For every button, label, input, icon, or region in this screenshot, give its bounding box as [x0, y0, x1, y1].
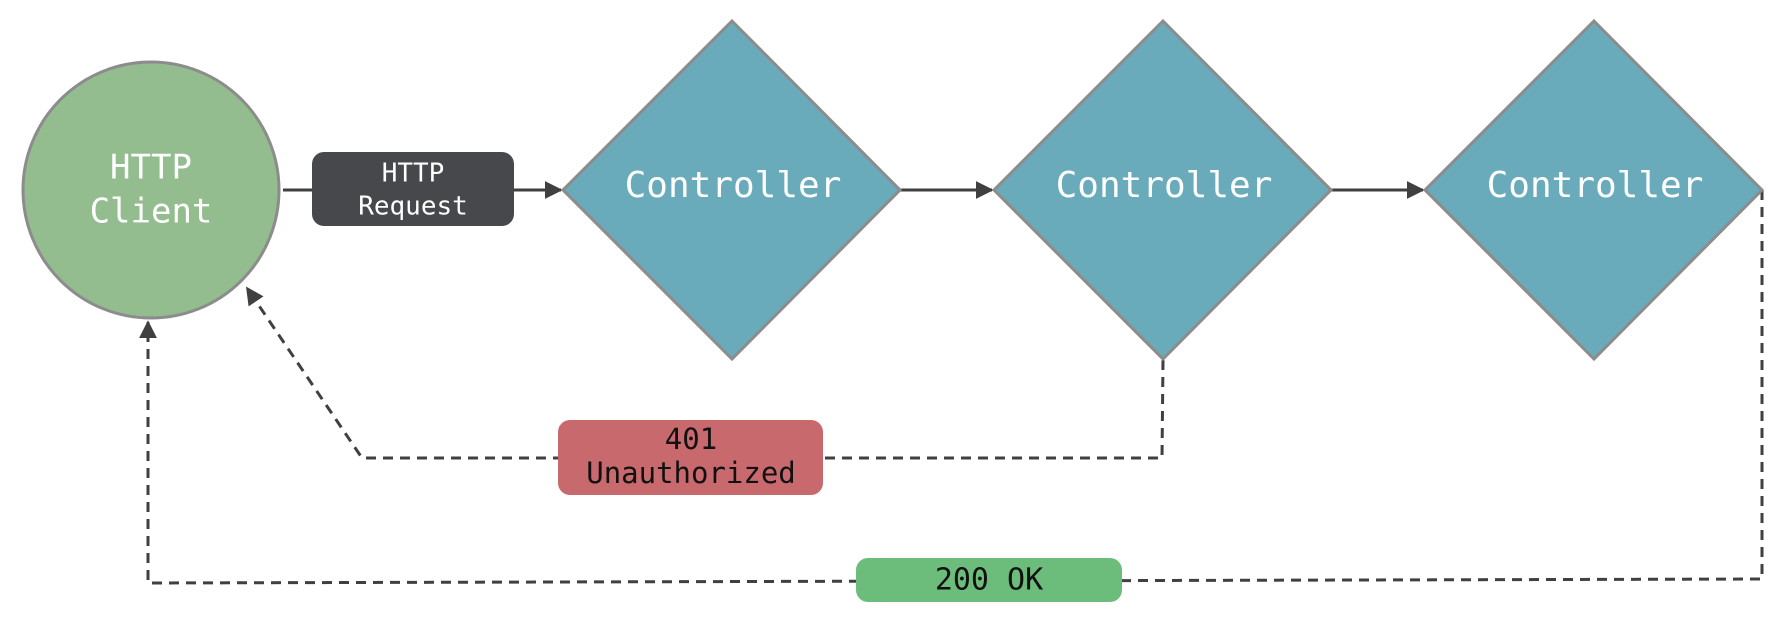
controller-node-3: Controller: [1422, 18, 1765, 362]
http-client-node: HTTP Client: [21, 60, 281, 320]
controller-node-1: Controller: [560, 18, 903, 362]
http-request-label: HTTP Request: [312, 152, 514, 226]
http-request-label-line1: HTTP: [382, 159, 445, 189]
unauthorized-label-line1: 401: [665, 422, 717, 456]
controller-node-2: Controller: [991, 18, 1334, 362]
http-request-label-line2: Request: [358, 192, 468, 222]
controller-2-label: Controller: [1056, 165, 1273, 206]
controller-1-label: Controller: [625, 165, 842, 206]
controller-3-label: Controller: [1487, 165, 1704, 206]
unauthorized-label-line2: Unauthorized: [586, 456, 796, 490]
http-client-label-line2: Client: [90, 192, 213, 232]
ok-label-text: 200 OK: [935, 563, 1043, 598]
http-client-label-line1: HTTP: [110, 148, 192, 188]
ok-label: 200 OK: [856, 558, 1122, 602]
unauthorized-label: 401 Unauthorized: [558, 420, 823, 495]
